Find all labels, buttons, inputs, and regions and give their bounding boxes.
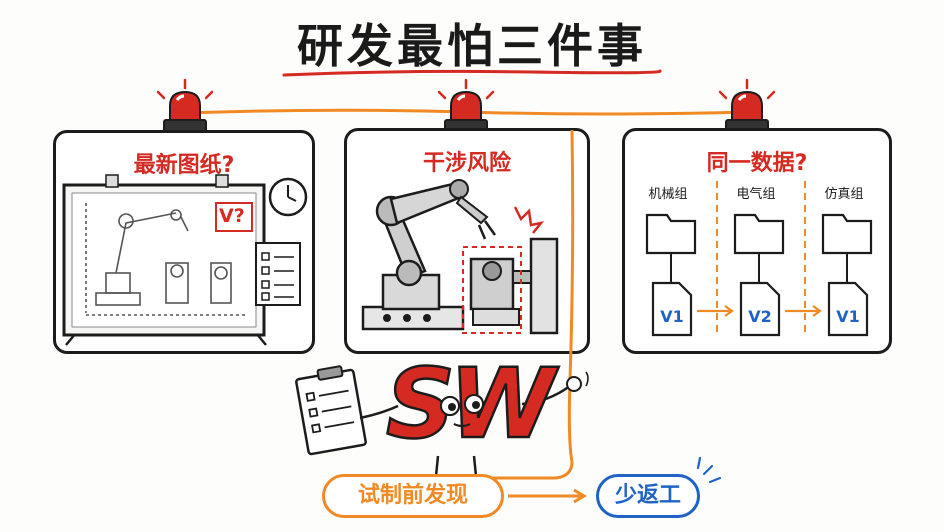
panel-title: 干涉风险	[422, 151, 511, 176]
less-rework-label: 少返工	[596, 474, 700, 518]
alarm-light-icon	[156, 78, 214, 133]
folder-icon	[645, 213, 873, 255]
department-label: 机械组	[648, 187, 688, 202]
clipboard-icon	[295, 365, 367, 456]
panel-interference-risk: 干涉风险	[344, 128, 590, 354]
version-question-badge: V?	[219, 205, 245, 227]
panel-latest-drawing: 最新图纸?	[53, 130, 315, 354]
data-versions-illustration	[645, 181, 873, 337]
page-title: 研发最怕三件事	[297, 19, 647, 73]
mascot-face	[440, 394, 484, 427]
version-label: V1	[660, 307, 684, 326]
panel-title: 同一数据?	[706, 151, 808, 176]
version-label: V1	[836, 307, 860, 326]
robot-collision-illustration	[361, 179, 559, 335]
title-underline	[282, 69, 662, 77]
panel-same-data: 同一数据? 机械组 电气组 仿真组	[622, 128, 892, 354]
early-detection-label: 试制前发现	[322, 474, 504, 518]
department-label: 仿真组	[824, 187, 864, 202]
panel-title: 最新图纸?	[133, 153, 235, 178]
version-label: V2	[748, 307, 772, 326]
department-label: 电气组	[736, 187, 776, 202]
drawing-board-illustration	[62, 174, 308, 346]
